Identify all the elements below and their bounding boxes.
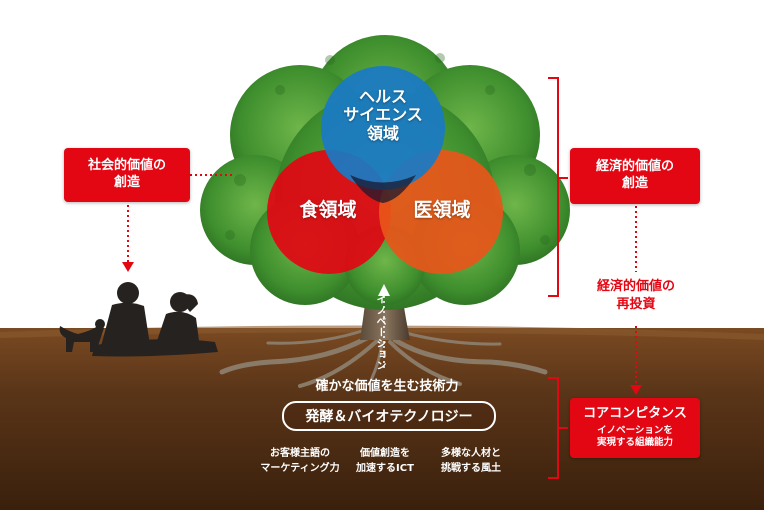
social-value-line2: 創造 [113,175,140,190]
core-bracket [548,377,568,479]
core-competence-sub1: イノベーションを [597,424,673,436]
foundation-culture-line1: 多様な人材と [441,448,501,459]
economic-value-box: 経済的価値の 創造 [570,148,700,204]
foundation-ict: 価値創造を 加速するICT [340,447,430,476]
economic-value-line1: 経済的価値の [595,159,674,175]
social-down-arrow-head [122,262,134,272]
dog-silhouette [59,319,105,352]
foliage-texture [225,53,550,245]
innovation-arrow-head [378,284,390,296]
foundation-culture-line2: 挑戦する風土 [441,462,501,474]
health-line1: ヘルス [358,87,407,106]
core-competence-title: コアコンピタンス [583,405,687,421]
innovation-trunk-label: イノベーション [374,294,385,371]
foundation-ict-line2: 加速するICT [356,462,414,474]
social-value-box: 社会的価値の 創造 [64,148,190,202]
medical-domain-label: 医領域 [413,199,471,221]
reinvestment-line2: 再投資 [616,296,656,312]
reinvestment-label: 経済的価値の 再投資 [580,278,692,313]
tree-roots [219,328,548,388]
foundation-marketing-line2: マーケティング力 [260,462,340,474]
foundation-marketing: お客様主語の マーケティング力 [252,447,348,476]
technology-heading: 確かな価値を生む技術力 [315,379,459,394]
economic-value-line2: 創造 [621,176,648,191]
circle-health-science [321,66,445,190]
foundation-culture: 多様な人材と 挑戦する風土 [426,447,516,476]
health-line3: 領域 [366,123,399,143]
food-domain-label: 食領域 [299,199,357,221]
core-competence-sub2: 実現する組織能力 [596,437,673,449]
core-competence-box: コアコンピタンス イノベーションを 実現する組織能力 [570,398,700,458]
health-science-label: ヘルス サイエンス 領域 [323,87,443,143]
social-value-line1: 社会的価値の [87,158,166,174]
reinvest-arrow-head [630,385,642,395]
venn-overlap [350,175,416,203]
health-line2: サイエンス [343,105,423,125]
people-silhouette [92,282,218,357]
economic-bracket [548,77,568,297]
foundation-marketing-line1: お客様主語の [270,448,330,459]
reinvestment-line1: 経済的価値の [596,279,675,294]
foundation-ict-line1: 価値創造を [360,448,410,459]
fermentation-biotech-pill: 発酵＆バイオテクノロジー [282,401,496,431]
